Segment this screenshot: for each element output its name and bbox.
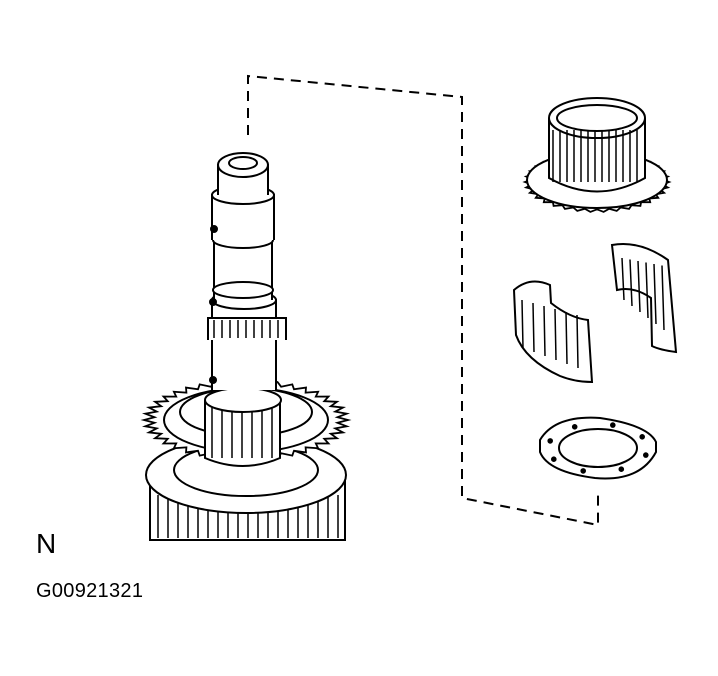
bearing-needle bbox=[645, 262, 649, 319]
bearing-needle bbox=[576, 314, 579, 369]
washer-hole bbox=[639, 434, 646, 440]
needle-bearing-half-left bbox=[512, 280, 594, 384]
bearing-needle bbox=[532, 302, 535, 353]
figure-letter-label: N bbox=[36, 528, 57, 559]
bearing-needle bbox=[565, 311, 568, 365]
bearing-needle bbox=[521, 299, 524, 349]
thrust-washer bbox=[539, 416, 657, 480]
needle-bearing-half-right bbox=[610, 243, 678, 354]
assembly-leader-line bbox=[247, 74, 599, 527]
output-shaft-assembly bbox=[140, 152, 352, 541]
washer-hole bbox=[643, 452, 649, 458]
bearing-needle bbox=[621, 257, 625, 301]
figure-id-label: G00921321 bbox=[36, 580, 144, 602]
bearing-needle bbox=[661, 265, 665, 331]
splined-hub bbox=[204, 387, 282, 467]
bearing-needle bbox=[554, 308, 557, 361]
washer-hole bbox=[610, 422, 616, 428]
washer-hole bbox=[580, 468, 587, 474]
bearing-needle bbox=[543, 305, 546, 357]
exploded-parts bbox=[512, 97, 678, 480]
washer-hole bbox=[547, 438, 554, 444]
shaft bbox=[207, 152, 287, 390]
washer-hole bbox=[571, 424, 578, 430]
washer-hole bbox=[618, 466, 625, 473]
bearing-needle bbox=[653, 263, 657, 325]
bearing-needle bbox=[637, 260, 641, 313]
bearing-needle bbox=[629, 259, 633, 307]
gear-sleeve bbox=[522, 97, 672, 213]
washer-hole bbox=[551, 456, 557, 463]
